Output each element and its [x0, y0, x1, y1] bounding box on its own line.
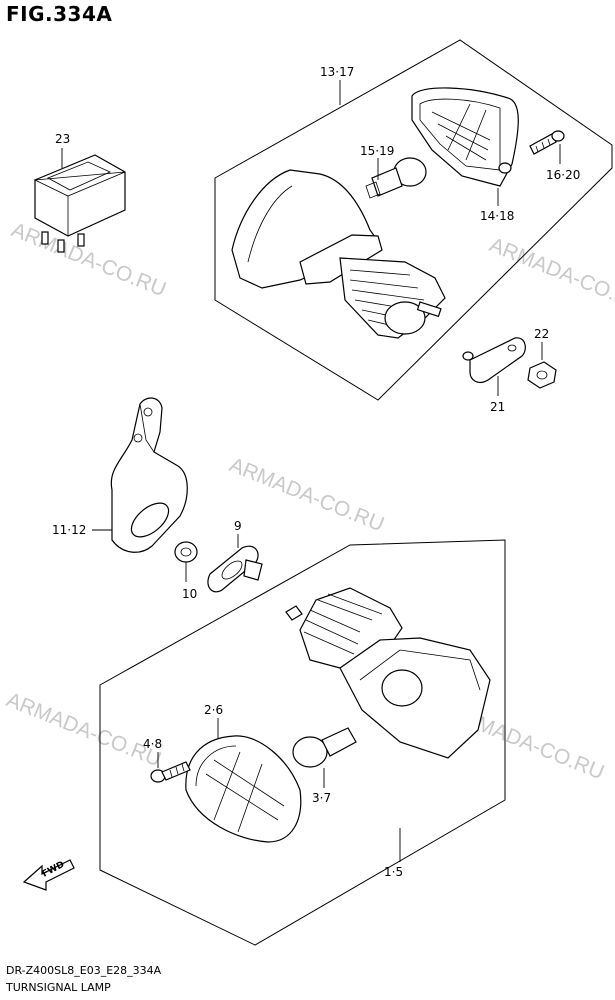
callout-lens-front: 14·18 — [480, 209, 514, 223]
callout-lens-rear: 2·6 — [204, 703, 223, 717]
callout-bulb-rear: 3·7 — [312, 791, 331, 805]
front-lamp-assembly-frame — [214, 39, 613, 401]
callout-screw-rear: 4·8 — [143, 737, 162, 751]
relay-part — [33, 154, 126, 253]
callout-bracket: 11·12 — [52, 523, 86, 537]
forward-direction-arrow: FWD — [22, 859, 75, 891]
watermark-layer: ARMADA-CO.RU ARMADA-CO.RU ARMADA-CO.RU A… — [3, 218, 615, 784]
front-lens-part — [411, 87, 519, 187]
callout-washer: 10 — [182, 587, 197, 601]
rear-bulb-part — [292, 727, 357, 768]
leader-lines — [61, 80, 561, 862]
watermark: ARMADA-CO.RU — [486, 233, 615, 316]
callout-layer: 13·17 15·19 16·20 14·18 23 22 21 11·12 9… — [52, 65, 580, 879]
rear-lamp-assembly-frame — [99, 539, 506, 946]
figure-title: FIG.334A — [6, 2, 113, 26]
rear-lens-part — [185, 735, 302, 843]
washer-part — [174, 541, 198, 563]
callout-relay: 23 — [55, 132, 70, 146]
callout-bulb-front: 15·19 — [360, 144, 394, 158]
bracket-part — [110, 397, 188, 553]
rear-screw-part — [150, 761, 191, 783]
rear-lamp-body — [285, 587, 491, 759]
watermark: ARMADA-CO.RU — [226, 453, 387, 536]
callout-screw-front: 16·20 — [546, 168, 580, 182]
callout-bracket-plate: 21 — [490, 400, 505, 414]
front-lamp-body — [231, 169, 446, 339]
nut-part — [527, 361, 557, 389]
section-name: TURNSIGNAL LAMP — [6, 981, 111, 994]
front-bulb-part — [365, 157, 427, 199]
callout-rear-lamp-assy: 1·5 — [384, 865, 403, 879]
bracket-plate-part — [462, 337, 526, 384]
callout-front-lamp-assy: 13·17 — [320, 65, 354, 79]
model-code: DR-Z400SL8_E03_E28_334A — [6, 964, 162, 977]
front-screw-part — [529, 130, 565, 155]
watermark: ARMADA-CO.RU — [8, 218, 169, 301]
callout-cushion: 9 — [234, 519, 242, 533]
watermark: ARMADA-CO.RU — [3, 688, 164, 771]
callout-nut: 22 — [534, 327, 549, 341]
cushion-part — [207, 545, 263, 593]
